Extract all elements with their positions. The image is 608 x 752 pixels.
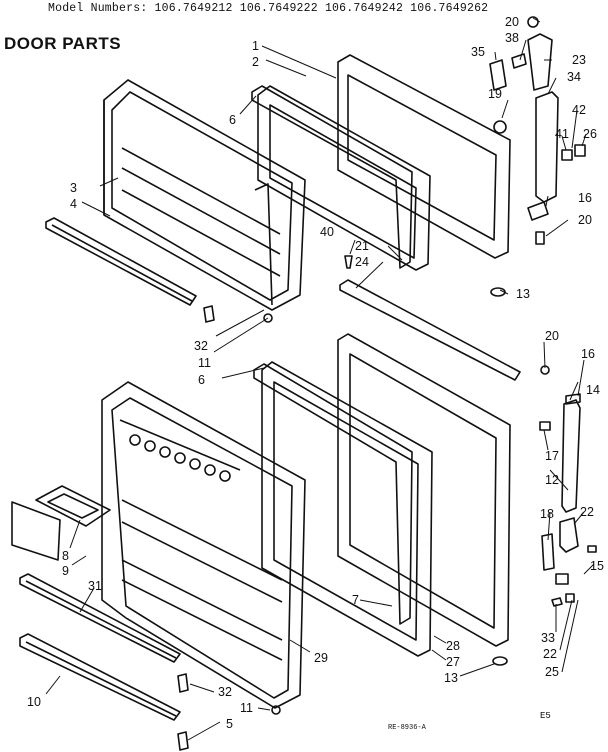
callout-8: 8: [62, 549, 69, 563]
callout-32-lower: 32: [218, 685, 232, 699]
fresh-food-door-liner: [101, 381, 306, 709]
callout-20-top: 20: [505, 15, 519, 29]
callout-6-upper: 6: [229, 113, 236, 127]
callout-35: 35: [471, 45, 485, 59]
callout-23: 23: [572, 53, 586, 67]
callout-40: 40: [320, 225, 334, 239]
fresh-food-door-frame: [337, 333, 511, 647]
callout-22-lower: 22: [543, 647, 557, 661]
callout-20-upper: 20: [578, 213, 592, 227]
callout-9: 9: [62, 564, 69, 578]
callout-11-upper: 11: [198, 356, 211, 370]
page-mark: E5: [540, 711, 551, 721]
callout-13-lower: 13: [444, 671, 458, 685]
callout-32-upper: 32: [194, 339, 208, 353]
callout-18: 18: [540, 507, 554, 521]
dairy-shelf-slots: [129, 434, 231, 482]
callout-28: 28: [446, 639, 460, 653]
fresh-food-breaker-strip: [253, 363, 413, 625]
callout-15: 15: [590, 559, 604, 573]
drawing-code: RE-8936-A: [388, 724, 426, 732]
callout-41: 41: [555, 127, 569, 141]
freezer-bottom-trim-bar: [339, 279, 521, 381]
callout-42: 42: [572, 103, 586, 117]
freezer-door-frame: [337, 54, 511, 259]
fresh-food-door-gasket: [261, 361, 433, 657]
freezer-door-liner: [103, 79, 306, 311]
freezer-shelf-rail: [45, 217, 197, 306]
upper-hinge-assembly: [489, 16, 586, 245]
callout-22-upper: 22: [580, 505, 594, 519]
callout-26: 26: [583, 127, 597, 141]
shelf-rail-lower: [19, 633, 181, 721]
model-numbers-header: Model Numbers: 106.7649212 106.7649222 1…: [48, 2, 489, 15]
callout-33: 33: [541, 631, 555, 645]
callout-1: 1: [252, 39, 259, 53]
lower-hinge-assembly: [539, 365, 597, 607]
callout-16-upper: 16: [578, 191, 592, 205]
freezer-door-breaker-strip: [251, 85, 413, 269]
callout-6-lower: 6: [198, 373, 205, 387]
callout-4: 4: [70, 197, 77, 211]
callout-16-lower: 16: [581, 347, 595, 361]
shelf-rail-upper: [19, 573, 181, 663]
callout-29: 29: [314, 651, 328, 665]
callout-10: 10: [27, 695, 41, 709]
leader-lines: [45, 17, 595, 741]
callout-19: 19: [488, 87, 502, 101]
callout-24: 24: [355, 255, 369, 269]
callout-2: 2: [252, 55, 259, 69]
callout-34: 34: [567, 70, 581, 84]
callout-27: 27: [446, 655, 460, 669]
callout-14: 14: [586, 383, 600, 397]
callout-3: 3: [70, 181, 77, 195]
butter-compartment-door: [11, 485, 111, 561]
callout-17: 17: [545, 449, 559, 463]
callout-20-lower: 20: [545, 329, 559, 343]
callout-7: 7: [352, 593, 359, 607]
callout-11-lower: 11: [240, 701, 253, 715]
page-title: DOOR PARTS: [4, 34, 122, 53]
callout-5: 5: [226, 717, 233, 731]
fasteners: [177, 305, 508, 751]
callout-12: 12: [545, 473, 559, 487]
freezer-door-gasket: [257, 85, 431, 271]
callout-38: 38: [505, 31, 519, 45]
callout-31: 31: [88, 579, 102, 593]
callout-21: 21: [355, 239, 369, 253]
callout-25: 25: [545, 665, 559, 679]
callout-labels: 1 2 3 4 6 32 11 6 19 40 21 24 13 20 38 3…: [27, 15, 604, 731]
callout-13-upper: 13: [516, 287, 530, 301]
